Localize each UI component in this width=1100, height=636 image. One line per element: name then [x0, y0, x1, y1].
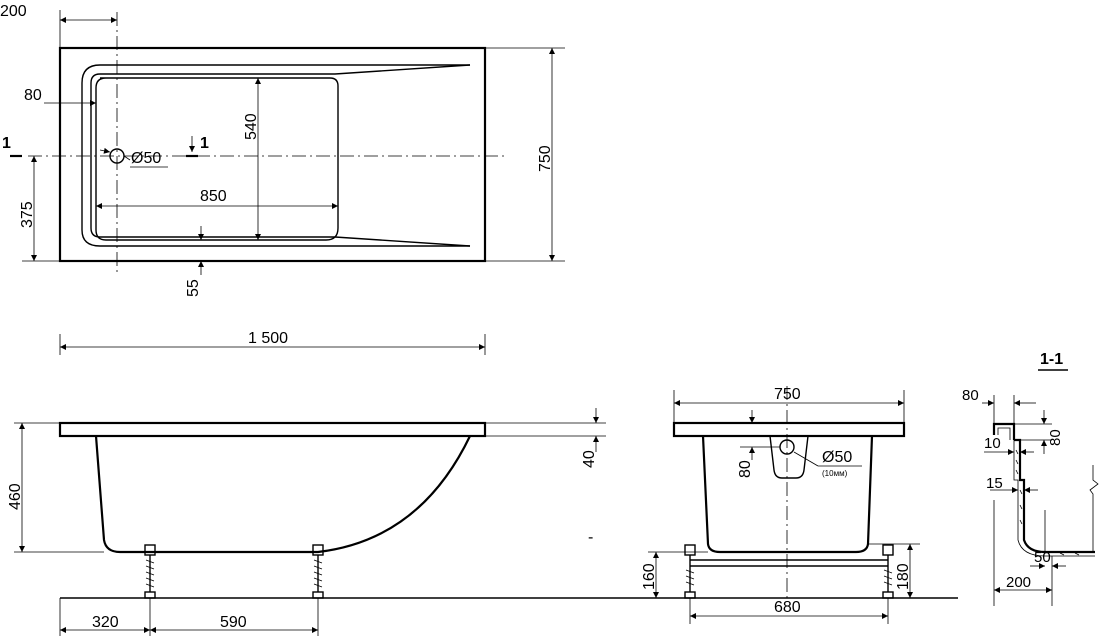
- side-view: 460 40 - 320 590: [7, 408, 958, 636]
- end-dim-80: 80: [737, 460, 754, 478]
- side-dim-40: 40: [581, 450, 598, 468]
- section-dim-50: 50: [1034, 549, 1051, 566]
- end-leg-right: [882, 544, 894, 599]
- top-dim-80: 80: [24, 87, 42, 104]
- section-mark-left: 1: [2, 135, 11, 152]
- top-dim-55: 55: [185, 279, 202, 297]
- side-dim-320: 320: [92, 614, 119, 631]
- section-mark-right: 1: [200, 135, 209, 152]
- end-drain-note: (10мм): [822, 469, 848, 478]
- top-dim-200: 200: [0, 3, 27, 20]
- section-dim-10: 10: [984, 435, 1001, 452]
- section-title: 1-1: [1040, 351, 1063, 368]
- end-dim-180: 180: [895, 563, 912, 590]
- end-dim-750: 750: [774, 386, 801, 403]
- end-leg-left: [684, 544, 696, 599]
- side-dim-590: 590: [220, 614, 247, 631]
- side-stray-mark: -: [588, 529, 593, 546]
- section-view: 1-1 80 80 10 15 50: [962, 351, 1099, 606]
- end-dim-160: 160: [641, 563, 658, 590]
- top-dim-375: 375: [19, 201, 36, 228]
- side-dim-460: 460: [7, 483, 24, 510]
- top-drain-label: Ø50: [131, 150, 161, 167]
- section-dim-80-top: 80: [962, 387, 979, 404]
- top-dim-750: 750: [537, 145, 554, 172]
- overall-dim-1500: 1 500: [248, 330, 288, 347]
- section-dim-15: 15: [986, 475, 1003, 492]
- section-dim-80-right: 80: [1047, 429, 1064, 446]
- section-dim-200: 200: [1006, 574, 1031, 591]
- overall-length: 1 500: [59, 330, 486, 355]
- end-view: 750 80 Ø50 (10мм) 160 180 680: [641, 386, 920, 624]
- top-view: Ø50 200 80 540 850 375 55 750 1 1: [0, 3, 565, 297]
- end-dim-680: 680: [774, 599, 801, 616]
- end-drain-label: Ø50: [822, 449, 852, 466]
- top-dim-540: 540: [243, 113, 260, 140]
- top-dim-850: 850: [200, 188, 227, 205]
